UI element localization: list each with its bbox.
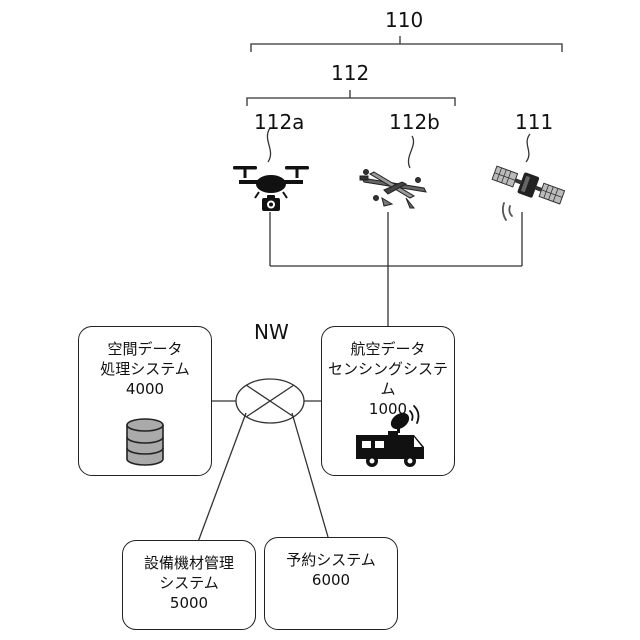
bracket-112 [247,90,455,106]
booking-system-box: 予約システム 6000 [264,537,398,630]
aerial-line-2: センシングシステム [322,359,454,399]
ref-110: 110 [385,10,423,30]
ref-112b: 112b [389,112,440,132]
spatial-line-3: 4000 [79,379,211,399]
equipment-line-1: 設備機材管理 [123,553,255,573]
bracket-110 [251,36,562,52]
network-label: NW [254,322,289,342]
ref-111: 111 [515,112,553,132]
database-icon [123,417,167,467]
satellite-icon [488,158,568,228]
network-node-icon [236,379,304,423]
ref-112a: 112a [254,112,304,132]
satellite-van-icon [350,401,430,469]
ref-112: 112 [331,63,369,83]
equipment-management-system-box: 設備機材管理 システム 5000 [122,540,256,630]
booking-line-2: 6000 [265,570,397,590]
equipment-line-3: 5000 [123,593,255,613]
equipment-line-2: システム [123,573,255,593]
aerial-sensing-system-box: 航空データ センシングシステム 1000 [321,326,455,476]
spatial-data-system-box: 空間データ 処理システム 4000 [78,326,212,476]
vtol-fixed-wing-drone-icon [354,162,434,218]
aerial-line-1: 航空データ [322,339,454,359]
spatial-line-2: 処理システム [79,359,211,379]
spatial-line-1: 空間データ [79,339,211,359]
quadcopter-camera-icon [231,162,311,218]
booking-line-1: 予約システム [265,550,397,570]
